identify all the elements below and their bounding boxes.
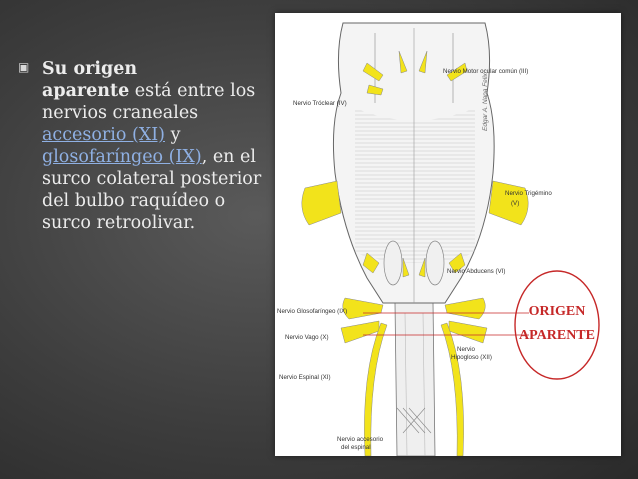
- text-bold-2: aparente: [42, 81, 130, 101]
- label-hipogloso-2: Hipogloso (XII): [451, 354, 492, 361]
- brainstem-figure: Nervio Tróclear (IV) Nervio Motor ocular…: [275, 13, 621, 456]
- paragraph: Su origen aparente está entre los nervio…: [18, 58, 263, 234]
- link-glosofaringeo[interactable]: glosofaríngeo (IX): [42, 147, 202, 167]
- label-abducens: Nervio Abducens (VI): [447, 268, 505, 275]
- label-author: Edgar A. Napa Felix: [482, 72, 489, 131]
- label-troclear: Nervio Tróclear (IV): [293, 100, 347, 107]
- callout-ellipse: [514, 270, 600, 380]
- callout-origen: ORIGEN: [529, 304, 586, 319]
- text-part: , en el surco colateral posterior del bu…: [42, 147, 262, 233]
- text-part: y: [165, 125, 181, 145]
- label-espinal: Nervio Espinal (XI): [279, 374, 331, 381]
- brainstem-diagram: Nervio Tróclear (IV) Nervio Motor ocular…: [277, 22, 600, 456]
- spinal-cord: [394, 302, 436, 456]
- label-accesorio-2: del espinal: [341, 444, 371, 451]
- text-part: está entre los nervios craneales: [42, 81, 256, 123]
- link-accesorio[interactable]: accesorio (XI): [42, 125, 165, 145]
- slide-text: ▣ Su origen aparente está entre los nerv…: [18, 58, 263, 234]
- text-bold-1: Su origen: [42, 59, 138, 79]
- label-trigemino: Nervio Trigémino: [505, 190, 552, 197]
- square-bullet-icon: ▣: [18, 60, 30, 74]
- label-motor-ocular: Nervio Motor ocular común (III): [443, 68, 528, 75]
- nerves: [301, 50, 529, 456]
- callout-aparente: APARENTE: [519, 328, 595, 343]
- label-vago: Nervio Vago (X): [285, 334, 329, 341]
- label-hipogloso: Nervio: [457, 346, 475, 353]
- label-accesorio: Nervio accesorio: [337, 436, 384, 443]
- label-glosofaringeo: Nervio Glosofaríngeo (IX): [277, 308, 347, 315]
- label-trigemino-num: (V): [511, 200, 519, 207]
